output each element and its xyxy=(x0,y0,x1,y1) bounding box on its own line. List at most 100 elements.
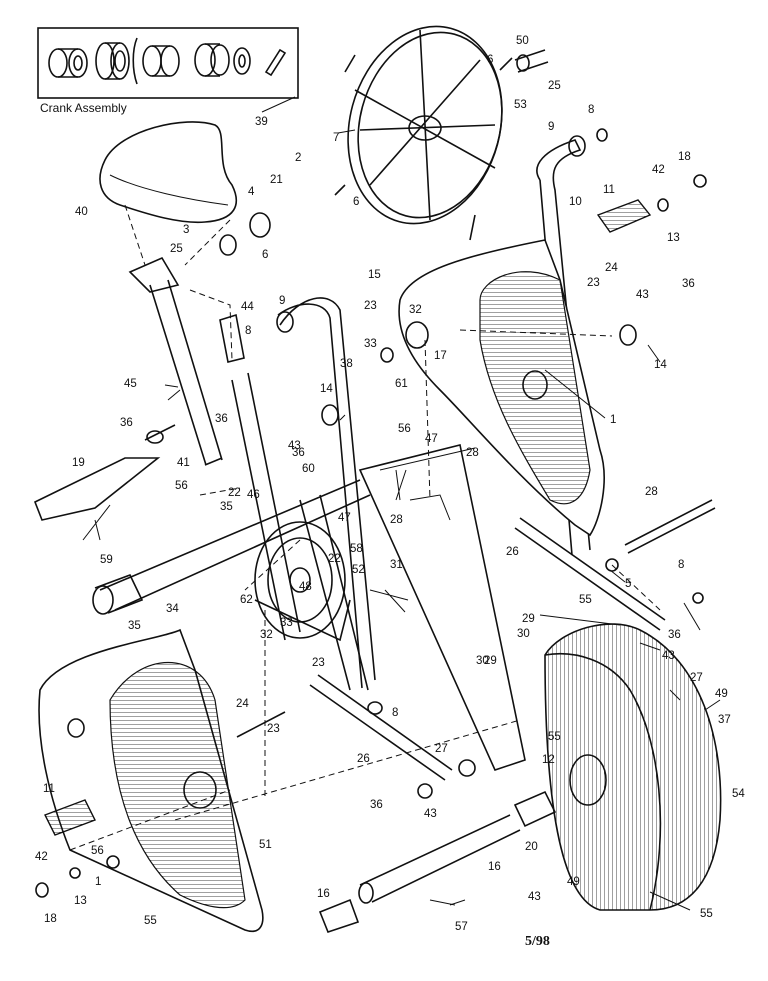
part-callout: 24 xyxy=(236,698,249,710)
part-callout: 28 xyxy=(466,447,479,459)
part-callout: 8 xyxy=(678,559,684,571)
part-callout: 30 xyxy=(517,628,530,640)
part-callout: 57 xyxy=(455,921,468,933)
right-shroud xyxy=(398,239,605,537)
part-callout: 55 xyxy=(144,915,157,927)
part-callout: 16 xyxy=(317,888,330,900)
part-callout: 7 xyxy=(333,132,339,144)
part-callout: 25 xyxy=(170,243,183,255)
part-callout: 20 xyxy=(525,841,538,853)
inset-frame xyxy=(37,27,299,99)
seat-post xyxy=(124,204,231,466)
part-callout: 55 xyxy=(548,731,561,743)
part-callout: 36 xyxy=(215,413,228,425)
part-callout: 21 xyxy=(270,174,283,186)
part-callout: 15 xyxy=(368,269,381,281)
part-callout: 53 xyxy=(514,99,527,111)
part-callout: 13 xyxy=(667,232,680,244)
part-callout: 8 xyxy=(588,104,594,116)
part-callout: 9 xyxy=(279,295,285,307)
part-callout: 5 xyxy=(625,578,631,590)
part-callout: 42 xyxy=(35,851,48,863)
part-callout: 54 xyxy=(732,788,745,800)
part-callout: 43 xyxy=(424,808,437,820)
part-callout: 44 xyxy=(241,301,254,313)
part-callout: 41 xyxy=(177,457,190,469)
left-shroud xyxy=(38,628,264,932)
part-callout: 56 xyxy=(91,845,104,857)
part-callout: 46 xyxy=(247,489,260,501)
part-callout: 62 xyxy=(240,594,253,606)
left-pedal xyxy=(44,799,96,836)
part-callout: 49 xyxy=(567,876,580,888)
part-callout: 42 xyxy=(652,164,665,176)
part-callout: 43 xyxy=(528,891,541,903)
part-callout: 36 xyxy=(682,278,695,290)
part-callout: 1 xyxy=(610,414,616,426)
part-callout: 30 xyxy=(476,655,489,667)
part-callout: 32 xyxy=(409,304,422,316)
crank-bushing-parts xyxy=(48,37,287,85)
part-callout: 26 xyxy=(506,546,519,558)
part-callout: 16 xyxy=(488,861,501,873)
center-yoke xyxy=(358,444,526,771)
inset-callout: 39 xyxy=(255,116,268,128)
part-callout: 3 xyxy=(183,224,189,236)
frame-upright xyxy=(231,372,369,691)
part-callout: 47 xyxy=(425,433,438,445)
right-pedal xyxy=(596,199,652,233)
main-frame-tube xyxy=(92,479,371,615)
left-handlebar xyxy=(276,297,376,689)
link-arms xyxy=(309,517,666,781)
part-callout: 24 xyxy=(605,262,618,274)
part-callout: 59 xyxy=(100,554,113,566)
part-callout: 37 xyxy=(718,714,731,726)
part-callout: 43 xyxy=(288,440,301,452)
part-callout: 55 xyxy=(700,908,713,920)
part-callout: 23 xyxy=(267,723,280,735)
part-callout: 4 xyxy=(248,186,255,198)
part-callout: 43 xyxy=(662,650,675,662)
part-callout: 25 xyxy=(548,80,561,92)
inset-caption: Crank Assembly xyxy=(40,101,127,115)
part-callout: 11 xyxy=(603,184,615,196)
part-callout: 6 xyxy=(353,196,359,208)
part-callout: 60 xyxy=(302,463,315,475)
part-callout: 58 xyxy=(350,543,363,555)
part-callout: 29 xyxy=(484,655,497,667)
part-callout: 29 xyxy=(522,613,535,625)
part-callout: 32 xyxy=(260,629,273,641)
part-callout: 8 xyxy=(392,707,398,719)
part-callout: 34 xyxy=(166,603,179,615)
part-callout: 27 xyxy=(690,672,703,684)
part-callout: 47 xyxy=(338,512,351,524)
part-callout: 40 xyxy=(75,206,88,218)
part-callout: 23 xyxy=(587,277,600,289)
part-callout: 6 xyxy=(262,249,268,261)
part-callout: 35 xyxy=(220,501,233,513)
part-callout: 55 xyxy=(579,594,592,606)
part-callout: 31 xyxy=(390,559,403,571)
part-callout: 36 xyxy=(292,447,305,459)
axle xyxy=(624,499,716,554)
part-callout: 43 xyxy=(636,289,649,301)
part-callout: 56 xyxy=(175,480,188,492)
part-callout: 18 xyxy=(678,151,691,163)
part-callout: 49 xyxy=(715,688,728,700)
drum-cover xyxy=(544,623,722,911)
part-callout: 35 xyxy=(128,620,141,632)
drive-pulley xyxy=(254,521,351,642)
part-callout: 56 xyxy=(398,423,411,435)
part-callout: 9 xyxy=(548,121,554,133)
part-callout: 19 xyxy=(72,457,85,469)
part-callout: 18 xyxy=(44,913,57,925)
leader-lines xyxy=(82,129,721,911)
part-callout: 10 xyxy=(569,196,582,208)
part-callout: 13 xyxy=(74,895,87,907)
part-callout: 61 xyxy=(395,378,408,390)
part-callout: 28 xyxy=(390,514,403,526)
seat xyxy=(99,121,237,224)
part-callout: 26 xyxy=(357,753,370,765)
part-callout: 36 xyxy=(668,629,681,641)
